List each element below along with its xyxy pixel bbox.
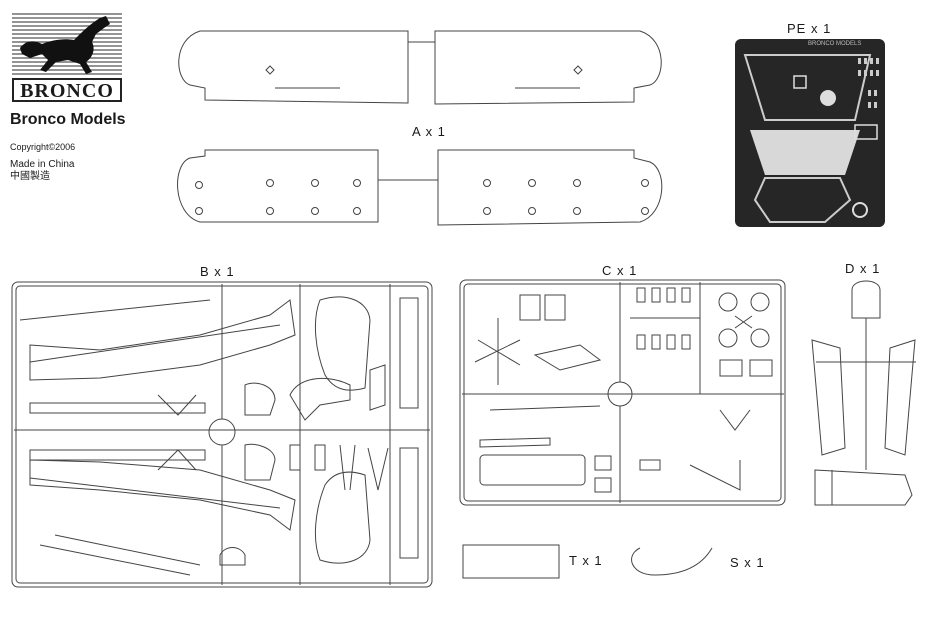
made-in-label: Made in China 中國製造	[10, 159, 74, 183]
pe-photoetch-fret	[735, 39, 885, 227]
pe-fret-inscription: BRONCO MODELS	[808, 41, 862, 47]
sprue-a-lower-wing	[177, 149, 663, 226]
bronco-logo	[12, 10, 122, 102]
sprue-a-upper-wing	[178, 30, 662, 105]
sprue-b-frame	[11, 281, 433, 588]
clear-part-t	[462, 544, 560, 579]
label-sprue-c: C x 1	[602, 263, 638, 278]
sprue-d	[811, 280, 916, 506]
sprue-b-tail-parts	[289, 296, 386, 564]
copyright: Copyright©2006	[10, 142, 76, 152]
sprue-c-frame	[459, 279, 786, 506]
sprue-b-fuselage-lower	[29, 459, 296, 576]
sprue-b-struts	[29, 297, 419, 559]
sprue-c-parts	[474, 292, 773, 493]
brand-logo-text: BRONCO	[12, 78, 122, 102]
sprue-c-cylinders	[630, 287, 700, 350]
brand-name: Bronco Models	[10, 111, 126, 128]
label-sprue-t: T x 1	[569, 553, 603, 568]
made-in-cn: 中國製造	[10, 171, 50, 182]
label-sprue-d: D x 1	[845, 261, 881, 276]
part-s-string	[631, 547, 713, 576]
label-sprue-pe: PE x 1	[787, 21, 832, 36]
horse-logo-icon	[12, 13, 122, 75]
label-sprue-a: A x 1	[412, 124, 446, 139]
sprue-b-fuselage-upper	[19, 299, 296, 381]
label-sprue-b: B x 1	[200, 264, 235, 279]
made-in-en: Made in China	[10, 159, 75, 170]
label-sprue-s: S x 1	[730, 555, 765, 570]
sprue-b-small-parts	[157, 382, 389, 566]
